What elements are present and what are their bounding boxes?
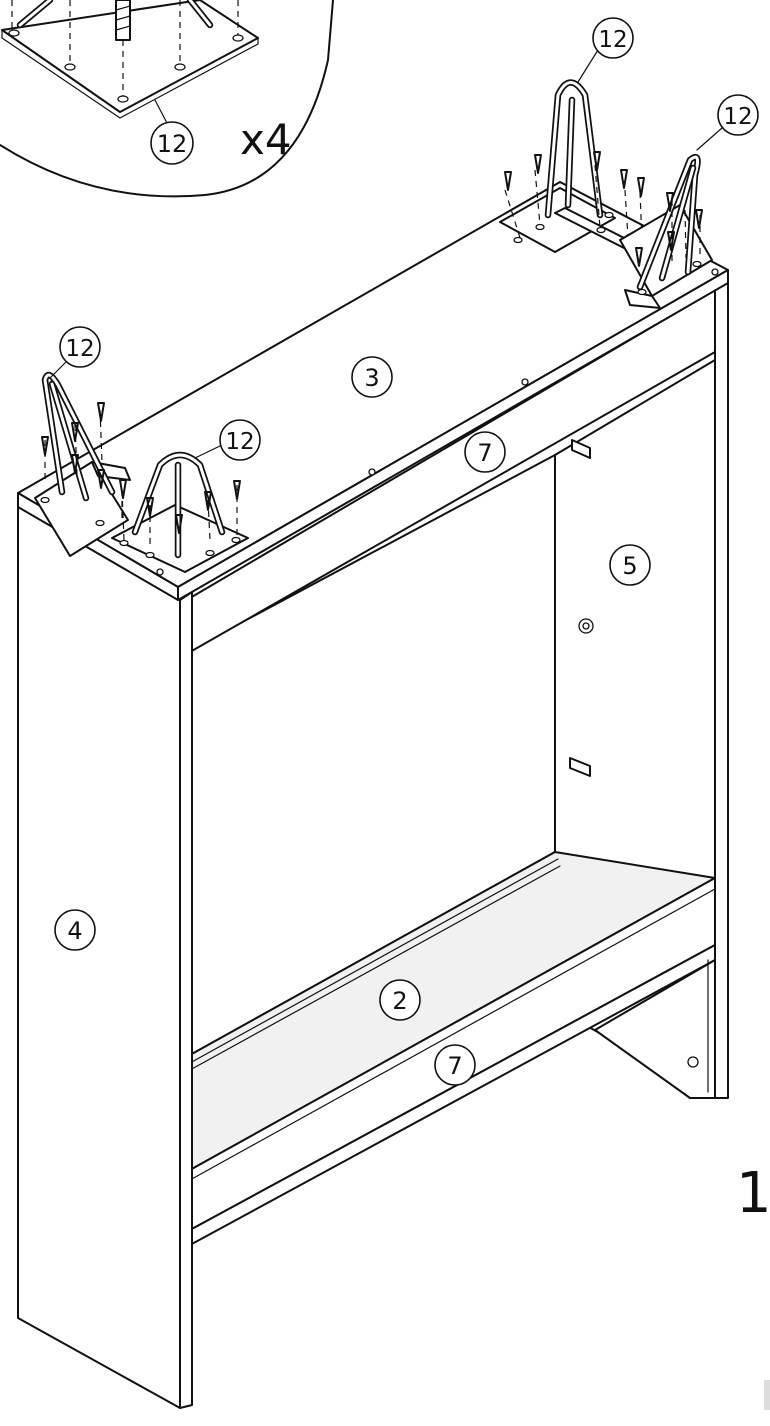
callout-part-4: 4 bbox=[54, 909, 96, 951]
quantity-label: x4 bbox=[240, 115, 292, 164]
screws bbox=[41, 151, 703, 534]
dowel-lower bbox=[569, 757, 591, 777]
callout-12-back-left: 12 bbox=[577, 17, 634, 83]
step-number: 1 bbox=[736, 1161, 770, 1226]
hairpin-leg-front-right bbox=[111, 451, 249, 573]
hairpin-leg-back-right bbox=[619, 153, 713, 309]
svg-text:5: 5 bbox=[622, 552, 637, 580]
svg-text:12: 12 bbox=[723, 104, 752, 130]
callout-12-front-left: 12 bbox=[49, 326, 101, 379]
svg-text:12: 12 bbox=[598, 27, 627, 53]
callout-part-3: 3 bbox=[351, 356, 393, 398]
callout-12-back-right: 12 bbox=[696, 94, 759, 151]
svg-text:3: 3 bbox=[364, 364, 379, 392]
svg-text:12: 12 bbox=[225, 429, 254, 455]
svg-text:2: 2 bbox=[392, 987, 407, 1015]
lower-right-support bbox=[594, 959, 716, 1099]
detail-bubble: 12 x4 bbox=[0, 0, 334, 198]
callout-12-front-right: 12 bbox=[194, 419, 261, 461]
svg-text:7: 7 bbox=[447, 1052, 462, 1080]
svg-text:12: 12 bbox=[65, 336, 94, 362]
callout-part-2: 2 bbox=[379, 979, 421, 1021]
cabinet bbox=[17, 181, 729, 1409]
detail-circle-outline bbox=[0, 0, 334, 198]
callout-part-5: 5 bbox=[609, 544, 651, 586]
svg-text:12: 12 bbox=[157, 130, 188, 158]
dowel-upper bbox=[571, 439, 591, 459]
callout-part-7-top: 7 bbox=[464, 431, 506, 473]
callout-part-7-bottom: 7 bbox=[434, 1044, 476, 1086]
side-panel-5-edge bbox=[714, 281, 729, 1099]
page-edge-mark bbox=[764, 1380, 770, 1410]
top-panel-side-edge bbox=[177, 269, 729, 601]
svg-text:4: 4 bbox=[67, 917, 82, 945]
hairpin-leg-front-left bbox=[34, 371, 131, 557]
side-panel-4-edge bbox=[179, 591, 193, 1409]
side-panel-4 bbox=[17, 504, 181, 1409]
hairpin-leg-back-left bbox=[499, 79, 643, 253]
svg-text:7: 7 bbox=[477, 439, 492, 467]
detail-callout-12: 12 bbox=[150, 121, 194, 165]
